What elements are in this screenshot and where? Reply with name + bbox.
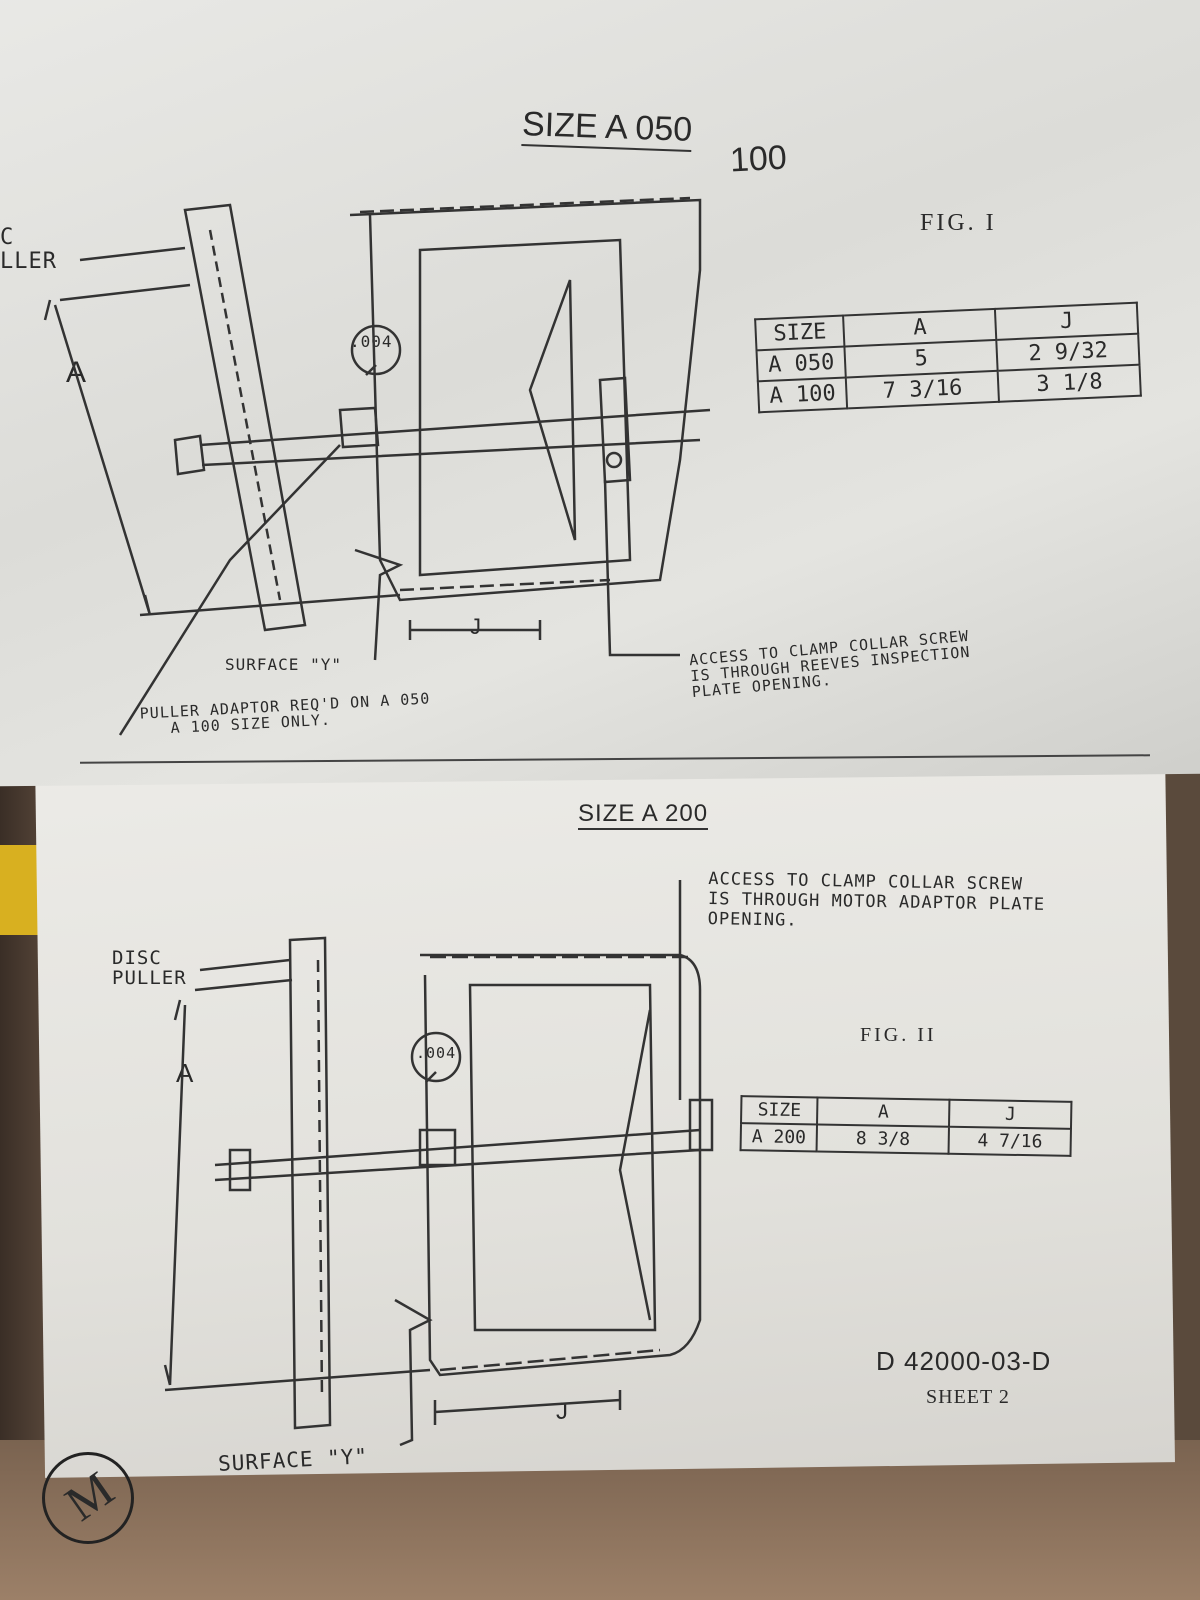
fig1-housing-inner xyxy=(418,238,632,577)
fig2-disc-puller-label: DISC PULLER xyxy=(112,947,187,989)
fig2-clamp-collar xyxy=(688,1098,714,1152)
fig2-dimension-a: A xyxy=(176,1058,195,1088)
fig1-disc-puller-label: C LLER xyxy=(0,225,57,274)
fig2-title: SIZE A 200 xyxy=(578,800,709,830)
fig2-disc xyxy=(618,1009,652,1321)
fig1-label: FIG. I xyxy=(920,210,997,236)
fig1-dimension-a-line xyxy=(43,299,152,616)
fig2-label: FIG. II xyxy=(860,1024,937,1046)
fig2-surface-line xyxy=(164,1368,431,1392)
fig1-dimension-j: J xyxy=(470,614,482,639)
fig1-drawing xyxy=(43,196,711,736)
fig2-housing-outline xyxy=(420,953,702,1377)
fig1-surface-label: SURFACE "Y" xyxy=(225,655,342,674)
fig2-dial-gauge xyxy=(410,1031,462,1083)
fig2-shaft xyxy=(214,1128,701,1182)
fig1-disc xyxy=(528,279,577,541)
fig1-bolt-head xyxy=(173,434,206,476)
fig1-gauge-reading: .004 xyxy=(350,332,393,351)
fig1-housing-outline xyxy=(349,198,702,602)
fig2-housing-inner xyxy=(468,983,657,1332)
fig1-clamp-collar xyxy=(598,376,632,484)
fig2-disc-puller-bar xyxy=(288,936,332,1430)
stamp-circle: M xyxy=(42,1452,134,1544)
fig1-surface-line xyxy=(139,593,401,617)
fig1-shaft xyxy=(199,408,711,467)
fig2-bolt-head xyxy=(228,1148,252,1192)
drawing-number: D 42000-03-D xyxy=(876,1346,1052,1376)
fig2-dimension-a-line xyxy=(163,999,187,1386)
sheet-number: SHEET 2 xyxy=(926,1386,1010,1408)
fig1-leader-lines xyxy=(59,246,191,302)
fig1-disc-puller-bar xyxy=(183,203,307,632)
fig1-dial-gauge xyxy=(350,324,402,376)
fig2-drawing xyxy=(163,880,714,1447)
